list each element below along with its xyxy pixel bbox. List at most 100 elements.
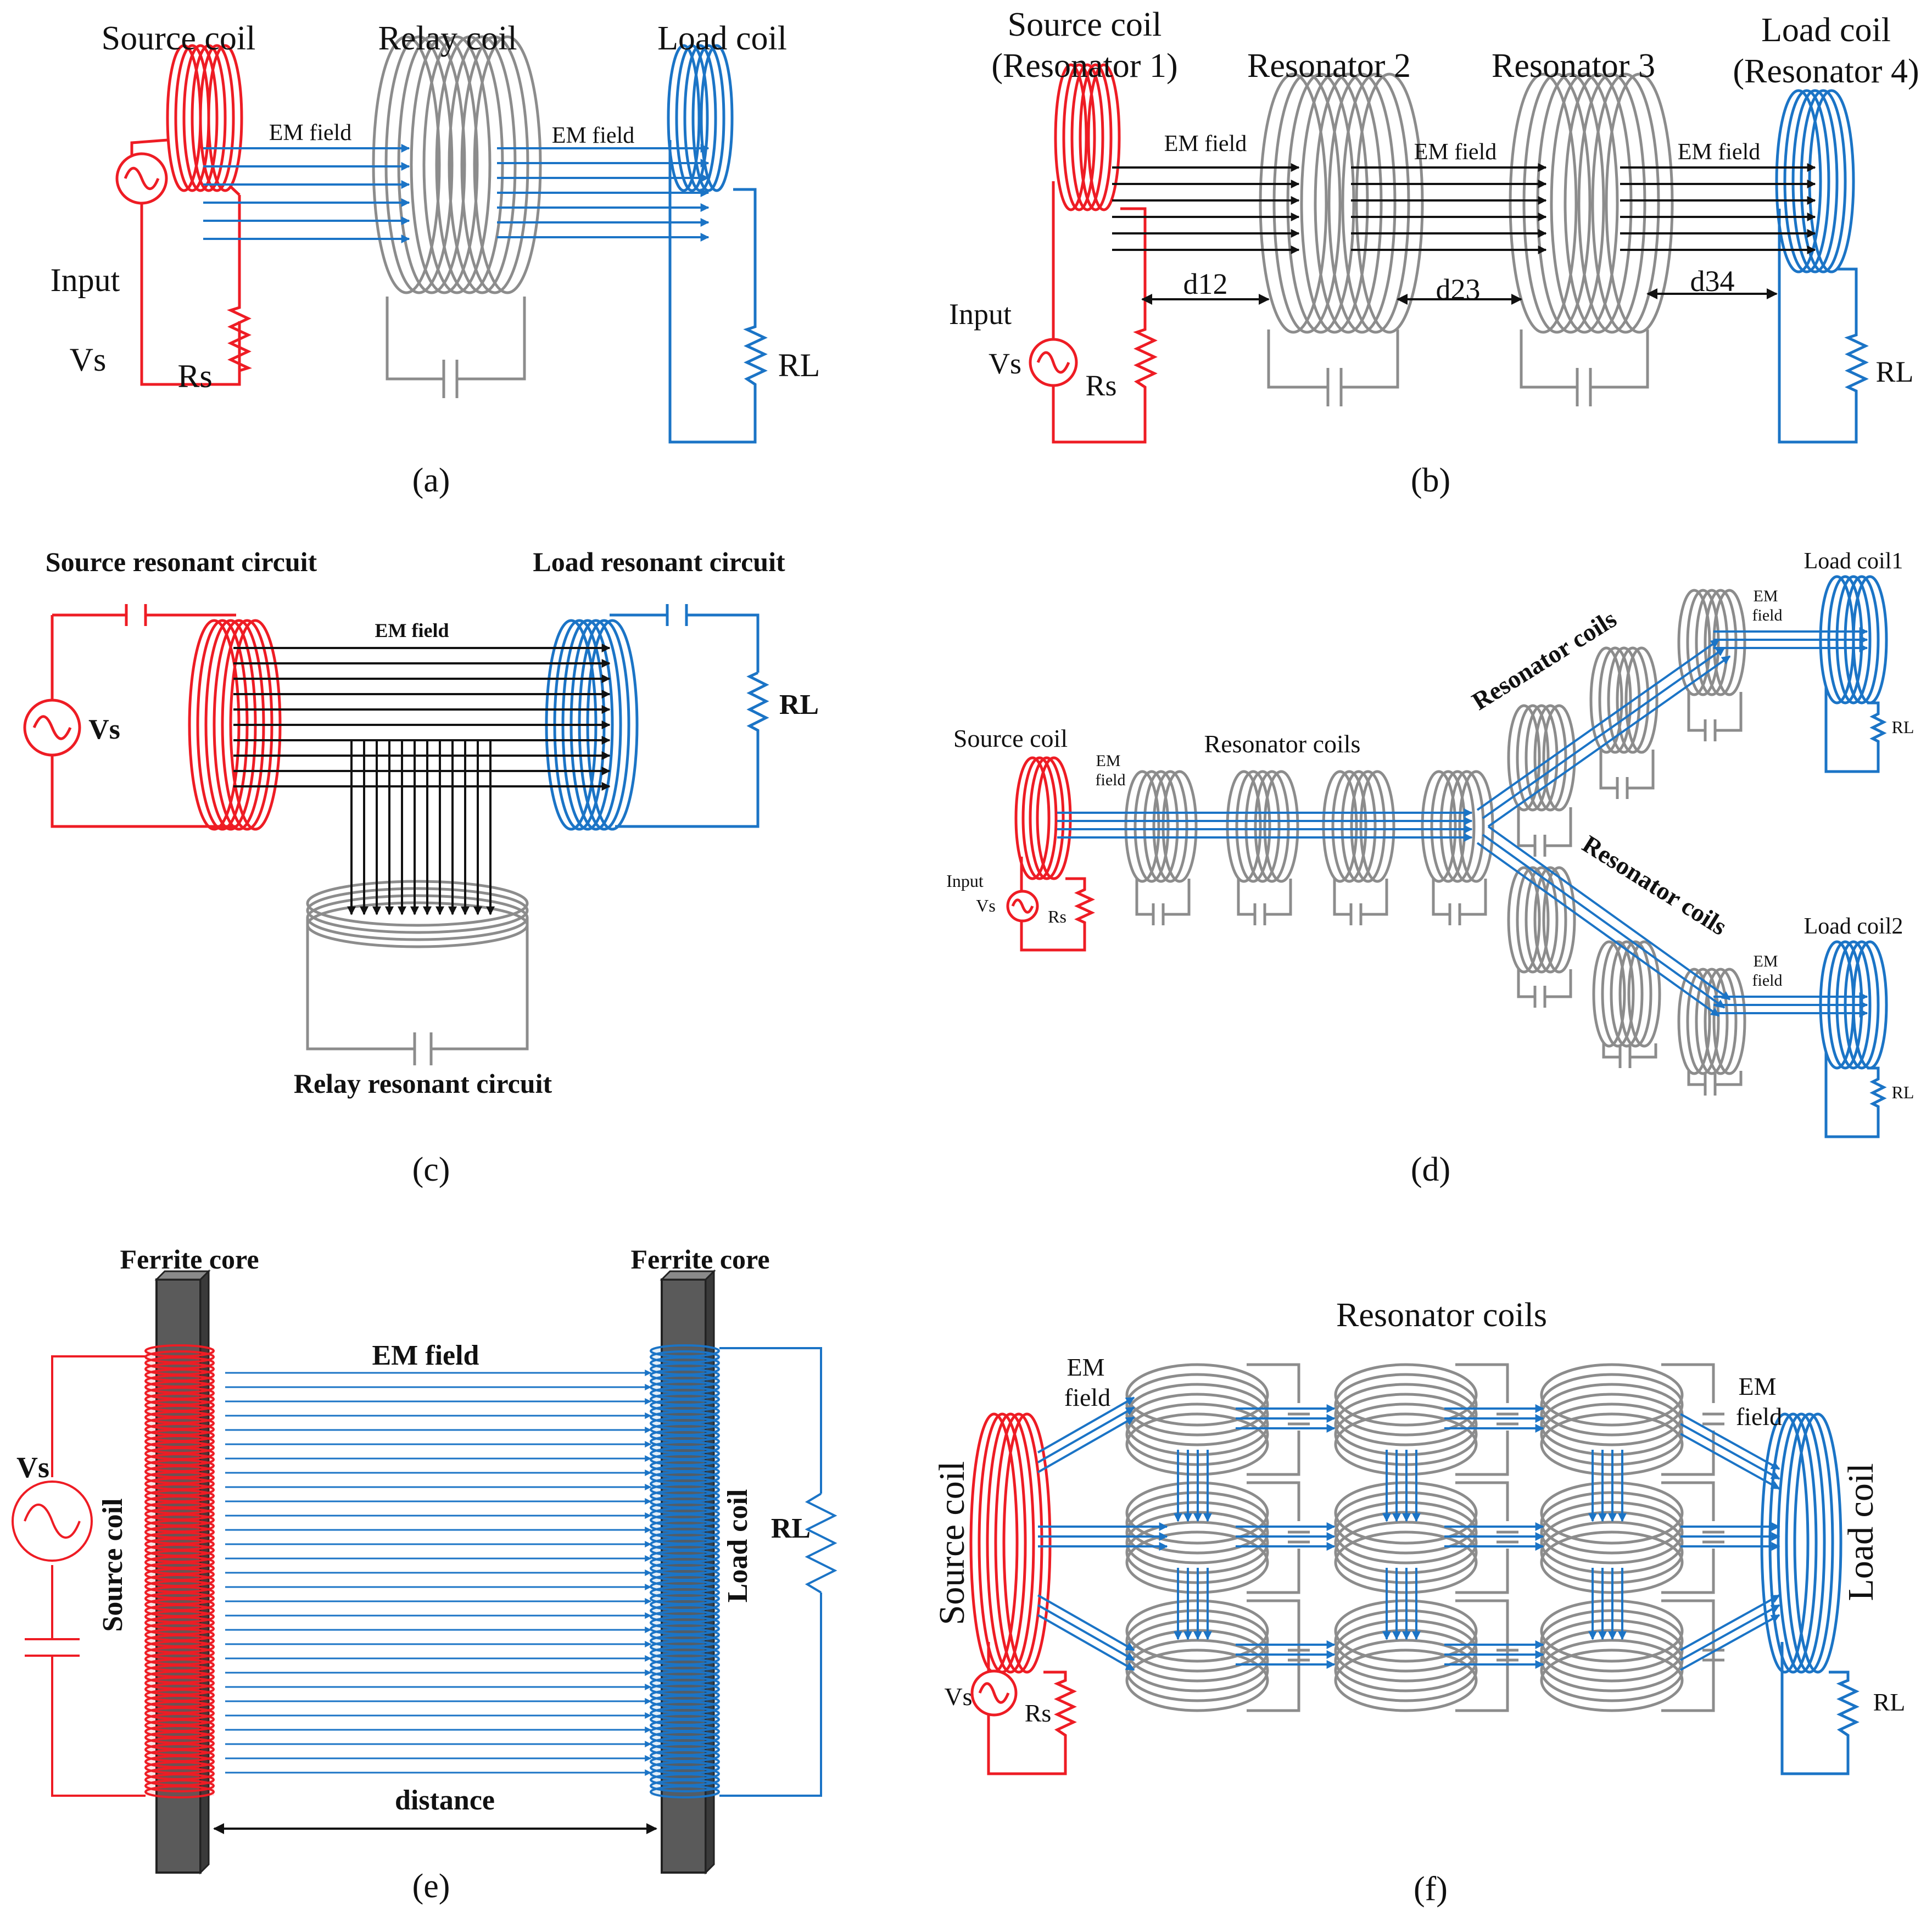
resonator-1-label-b: (Resonator 1) <box>991 47 1177 85</box>
ferrite-core-left-label: Ferrite core <box>120 1244 259 1275</box>
source-coil-label-d: Source coil <box>953 724 1068 752</box>
em-field-label-b3: EM field <box>1678 139 1760 165</box>
em-field-lines-b1 <box>1112 163 1300 254</box>
input-label-d: Input <box>946 871 984 891</box>
rl-label-e: RL <box>771 1513 811 1544</box>
resonator-2-b <box>1259 72 1424 406</box>
source-resonant-circuit-c <box>23 604 282 831</box>
source-coil-a <box>166 44 243 192</box>
relay-circuit-label-c: Relay resonant circuit <box>294 1068 552 1099</box>
load-coil-label-e: Load coil <box>722 1489 753 1603</box>
em-label-f1: EM <box>1067 1353 1105 1381</box>
em-field-line <box>1680 1413 1780 1470</box>
rl-label-d1: RL <box>1892 717 1914 737</box>
vs-label-b: Vs <box>989 347 1021 380</box>
field-label-f1: field <box>1064 1383 1110 1411</box>
resonator-coils-d-main <box>1124 770 1494 925</box>
panel-e: Ferrite core Ferrite core EM field Sourc… <box>12 1244 837 1905</box>
load-coil-a <box>667 44 768 444</box>
rl-label-c: RL <box>779 689 819 720</box>
em-field-line <box>1680 1423 1780 1480</box>
load-coil-1-d <box>1819 575 1888 773</box>
resonator-d-up3 <box>1677 589 1746 741</box>
rs-label-a: Rs <box>177 358 212 394</box>
resonator-d-lo2 <box>1592 940 1661 1068</box>
source-coil-b <box>1029 63 1158 444</box>
panel-a: Source coil Relay coil Load coil EM fiel… <box>51 20 820 499</box>
source-coil-turn <box>144 1779 215 1792</box>
load-coil-b <box>1775 89 1869 444</box>
resonator-coil-f <box>1334 1481 1518 1594</box>
em-field-lines-c-horizontal <box>233 644 611 791</box>
resonator-coils-lower-label-d: Resonator coils <box>1578 830 1732 941</box>
resonator-d2 <box>1226 770 1299 925</box>
relay-coil-label-a: Relay coil <box>378 20 517 57</box>
rl-label-d2: RL <box>1892 1082 1914 1102</box>
resonator-d-lo3 <box>1677 968 1746 1096</box>
em-field-lines-a2 <box>497 144 710 242</box>
em-field-lines-f <box>1037 1396 1780 1671</box>
em-field-line <box>1037 1614 1135 1671</box>
relay-coil-a <box>372 35 542 398</box>
rl-label-f: RL <box>1873 1688 1906 1716</box>
source-circuit-a <box>115 138 252 386</box>
caption-d: (d) <box>1411 1151 1450 1188</box>
field-label-f2: field <box>1736 1403 1782 1431</box>
em-field-line <box>1037 1416 1135 1473</box>
em-field-lines-b2 <box>1351 163 1547 254</box>
em-label-d1: EM <box>1096 752 1121 770</box>
em-field-line <box>1680 1604 1780 1661</box>
em-field-lines-a1 <box>203 144 410 243</box>
em-label-f2: EM <box>1739 1372 1777 1400</box>
rs-label-d: Rs <box>1048 907 1066 926</box>
resonator-coils-d-upper <box>1507 589 1746 857</box>
rl-label-b: RL <box>1875 355 1913 388</box>
resonator-coils-upper-label-d: Resonator coils <box>1467 605 1621 716</box>
load-coil-turn <box>650 1779 720 1792</box>
resonator-4-label-b: (Resonator 4) <box>1733 53 1919 90</box>
em-field-lines-d-lower <box>1476 825 1868 1018</box>
panel-f: Resonator coils EM field EM field Source… <box>932 1297 1905 1908</box>
d34-label: d34 <box>1690 265 1735 298</box>
caption-e: (e) <box>412 1868 450 1905</box>
load-coil-1-label-d: Load coil1 <box>1804 549 1903 574</box>
resonator-coil-f <box>1125 1599 1310 1712</box>
source-circuit-label-c: Source resonant circuit <box>46 546 317 577</box>
caption-b: (b) <box>1411 462 1450 499</box>
d23-label: d23 <box>1436 273 1481 306</box>
em-field-lines-d-upper <box>1476 627 1868 828</box>
load-coil-label-b: Load coil <box>1761 12 1891 49</box>
em-field-label-c: EM field <box>375 619 449 641</box>
em-field-label-e: EM field <box>372 1340 479 1371</box>
load-resonant-circuit-c <box>545 604 769 831</box>
caption-f: (f) <box>1414 1870 1448 1908</box>
vs-label-a: Vs <box>70 342 107 378</box>
input-label-b: Input <box>949 298 1012 331</box>
ferrite-core-right-label: Ferrite core <box>630 1244 769 1275</box>
rs-label-b: Rs <box>1085 369 1116 402</box>
em-field-lines-b3 <box>1620 163 1816 254</box>
caption-c: (c) <box>412 1151 450 1188</box>
em-field-line <box>1037 1396 1135 1454</box>
vs-label-c: Vs <box>88 714 120 745</box>
em-field-label-a1: EM field <box>269 120 351 146</box>
em-field-line <box>1037 1604 1135 1661</box>
panel-d: Source coil Resonator coils Resonator co… <box>946 549 1914 1188</box>
resonator-d-up2 <box>1589 646 1659 799</box>
em-field-line <box>1037 1594 1135 1651</box>
em-field-lines-d-main <box>1057 808 1473 842</box>
rs-label-f: Rs <box>1025 1699 1052 1727</box>
source-coil-d <box>1006 756 1095 952</box>
resonator-grid-f <box>1125 1363 1724 1712</box>
resonator-d-lo1 <box>1507 866 1576 1008</box>
resonator-2-label-b: Resonator 2 <box>1247 47 1411 85</box>
source-coil-label-b: Source coil <box>1008 6 1162 43</box>
load-circuit-label-c: Load resonant circuit <box>533 546 785 577</box>
field-label-d1: field <box>1096 771 1126 789</box>
em-label-d2: EM <box>1754 587 1778 605</box>
load-coil-label-f: Load coil <box>1841 1463 1881 1601</box>
em-field-lines-e <box>225 1370 652 1776</box>
distance-label-e: distance <box>395 1785 495 1816</box>
resonator-3-b <box>1509 72 1674 406</box>
